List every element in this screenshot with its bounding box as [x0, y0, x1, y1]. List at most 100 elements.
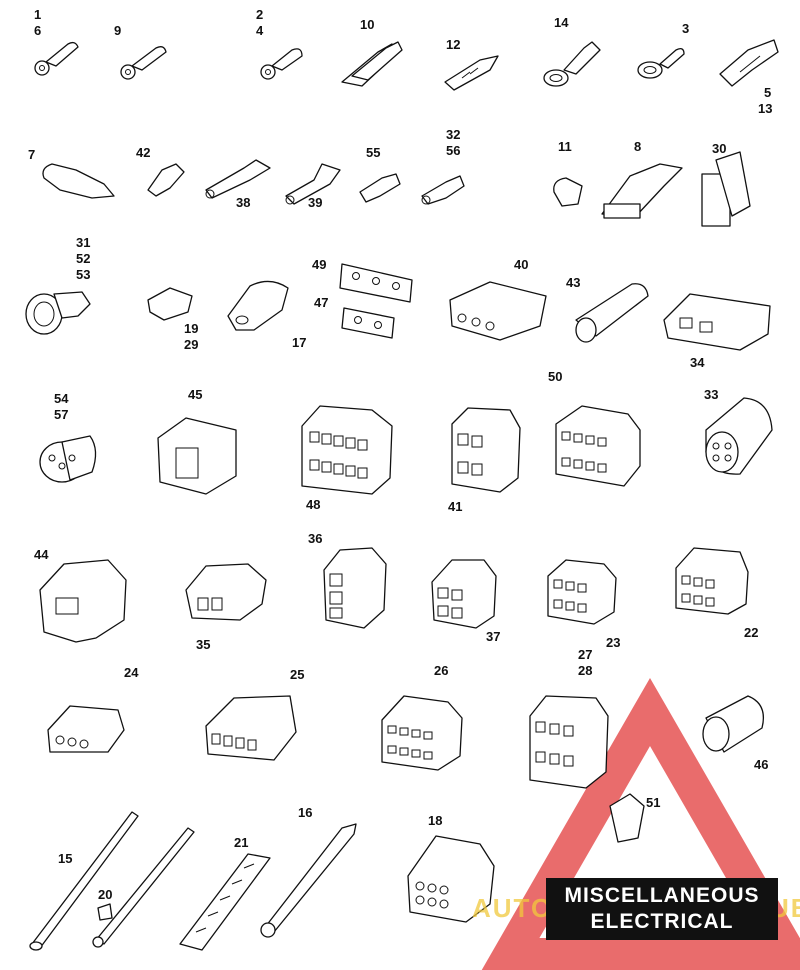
clamp-17	[227, 280, 289, 331]
connector-25	[205, 695, 297, 761]
part-number-4: 4	[256, 23, 264, 38]
part-number-18: 18	[428, 813, 443, 828]
part-number-56: 56	[446, 143, 461, 158]
cable-tie-20	[92, 827, 195, 948]
plate-49	[339, 263, 413, 303]
part-number-2: 2	[256, 7, 264, 22]
part-number-5: 5	[764, 85, 772, 100]
connector-44	[39, 559, 127, 643]
part-number-45: 45	[188, 387, 203, 402]
part-number-8: 8	[634, 139, 642, 154]
part-number-47: 47	[314, 295, 329, 310]
bullet-terminal-42	[147, 163, 185, 197]
ring-terminal-2	[260, 48, 303, 80]
part-number-17: 17	[292, 335, 307, 350]
cable-tie-16	[260, 823, 357, 938]
clip-19	[147, 287, 193, 321]
part-number-38: 38	[236, 195, 251, 210]
part-number-29: 29	[184, 337, 199, 352]
part-number-43: 43	[566, 275, 581, 290]
part-number-36: 36	[308, 531, 323, 546]
ring-terminal-9	[120, 46, 167, 80]
connector-48	[301, 405, 393, 495]
part-number-51: 51	[646, 795, 661, 810]
banner-line-1: MISCELLANEOUS	[564, 884, 760, 907]
part-number-12: 12	[446, 37, 461, 52]
ring-terminal-14	[543, 41, 601, 87]
watermark-text-left: AUTO	[472, 893, 554, 923]
ring-terminal-3	[637, 48, 685, 79]
spade-terminal-5	[719, 39, 779, 87]
part-number-25: 25	[290, 667, 305, 682]
round-connector-33	[705, 397, 773, 475]
part-number-53: 53	[76, 267, 91, 282]
part-number-11: 11	[558, 139, 572, 154]
part-number-26: 26	[434, 663, 449, 678]
watermark-triangle	[481, 677, 800, 970]
part-number-7: 7	[28, 147, 36, 162]
part-number-57: 57	[54, 407, 69, 422]
part-number-24: 24	[124, 665, 139, 680]
part-number-19: 19	[184, 321, 199, 336]
part-number-14: 14	[554, 15, 569, 30]
part-number-46: 46	[754, 757, 769, 772]
part-number-10: 10	[360, 17, 375, 32]
connector-54	[39, 435, 97, 483]
part-number-44: 44	[34, 547, 49, 562]
connector-22	[675, 547, 749, 615]
connector-18	[407, 835, 495, 923]
part-number-16: 16	[298, 805, 313, 820]
section-title-banner: MISCELLANEOUS ELECTRICAL	[546, 878, 778, 940]
strap-21	[179, 853, 271, 951]
part-number-33: 33	[704, 387, 719, 402]
spade-terminal-10	[341, 41, 403, 87]
part-number-40: 40	[514, 257, 529, 272]
part-number-39: 39	[308, 195, 323, 210]
banner-line-2: ELECTRICAL	[590, 910, 734, 933]
part-number-35: 35	[196, 637, 211, 652]
pin-terminal-38	[205, 159, 271, 199]
part-number-42: 42	[136, 145, 151, 160]
round-connector-46	[702, 695, 765, 753]
bullet-terminal-32	[421, 175, 465, 205]
connector-40	[449, 281, 547, 341]
part-number-41: 41	[448, 499, 463, 514]
connector-45	[157, 417, 237, 495]
connector-36	[323, 547, 387, 629]
connector-50	[555, 405, 641, 487]
connector-30	[701, 151, 751, 227]
terminal-7	[42, 163, 115, 199]
spade-terminal-12	[444, 55, 499, 91]
part-number-49: 49	[312, 257, 327, 272]
terminal-11	[553, 177, 583, 207]
connector-27	[529, 695, 609, 789]
plate-47	[341, 307, 395, 339]
connector-35	[185, 563, 267, 621]
part-number-27: 27	[578, 647, 593, 662]
part-number-6: 6	[34, 23, 42, 38]
part-number-37: 37	[486, 629, 501, 644]
part-number-3: 3	[682, 21, 690, 36]
part-number-22: 22	[744, 625, 759, 640]
part-number-34: 34	[690, 355, 705, 370]
part-number-54: 54	[54, 391, 69, 406]
part-number-21: 21	[234, 835, 249, 850]
part-number-32: 32	[446, 127, 461, 142]
part-number-50: 50	[548, 369, 563, 384]
connector-31	[25, 291, 91, 335]
part-number-13: 13	[758, 101, 773, 116]
clip-51	[609, 793, 645, 843]
pin-terminal-39	[285, 163, 341, 205]
female-terminal-8	[601, 163, 683, 219]
part-number-20: 20	[98, 887, 113, 902]
part-number-9: 9	[114, 23, 122, 38]
part-number-30: 30	[712, 141, 727, 156]
part-number-55: 55	[366, 145, 381, 160]
cable-tie-15	[29, 811, 139, 951]
connector-41	[451, 407, 521, 493]
connector-23	[547, 559, 617, 625]
part-number-15: 15	[58, 851, 73, 866]
connector-34	[663, 293, 771, 351]
